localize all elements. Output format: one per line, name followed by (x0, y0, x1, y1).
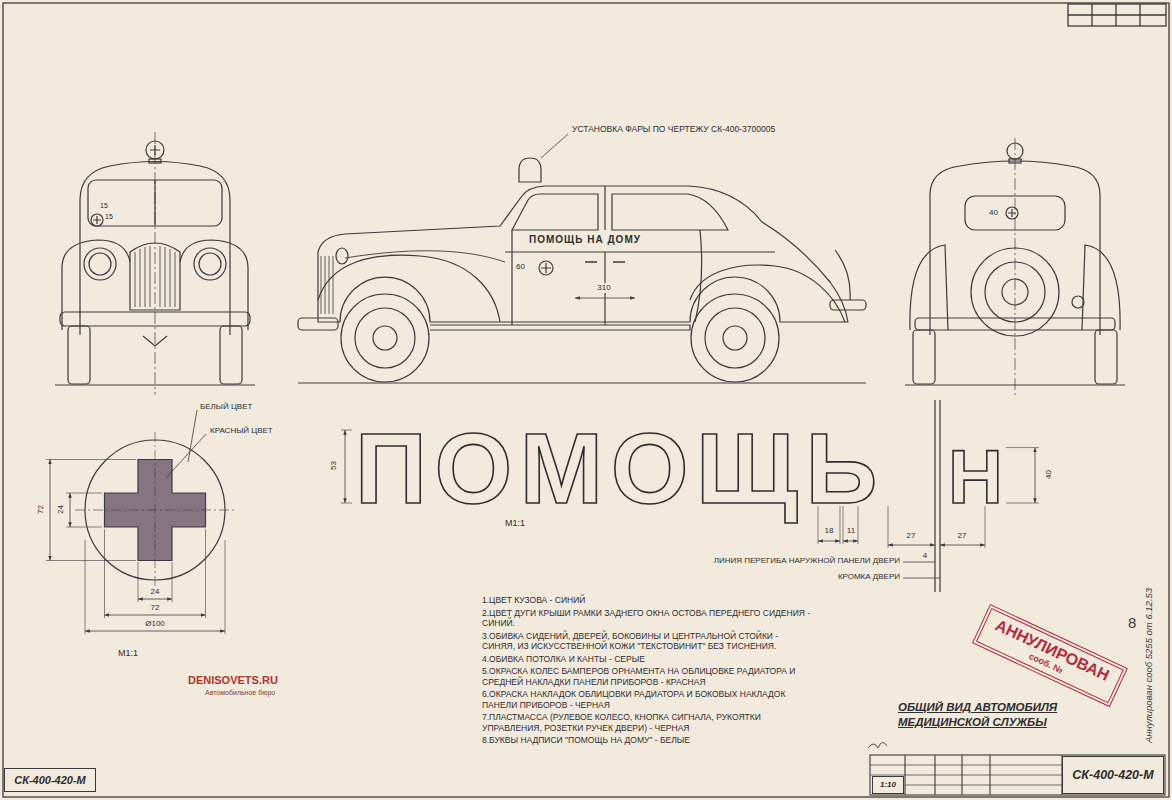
dimension: 40 (989, 208, 998, 217)
dimension: 27 (906, 531, 917, 540)
cross-emblem-detail (46, 410, 235, 634)
spec-note: 5.ОКРАСКА КОЛЕС БАМПЕРОВ ОРНАМЕНТА НА ОБ… (482, 666, 812, 687)
sheet-number: 8 (1128, 614, 1136, 631)
dimension: 4 (922, 551, 928, 560)
dimension: 24 (55, 505, 64, 516)
dimension: 60 (516, 262, 525, 271)
annulled-stamp: АННУЛИРОВАНсооб. № (972, 604, 1127, 707)
drawing-title: ОБЩИЙ ВИД АВТОМОБИЛЯ МЕДИЦИНСКОЙ СЛУЖБЫ (898, 700, 1070, 730)
door-lettering: ПОМОЩЬ НА ДОМУ (529, 234, 641, 246)
dimension: 72 (35, 505, 44, 516)
rear-view (905, 138, 1125, 395)
watermark: Автомобильное бюро (205, 689, 275, 697)
dimension: 11 (846, 526, 856, 535)
sheet-frame (3, 3, 1169, 797)
scale-note: М1:1 (505, 518, 525, 528)
dimension: 40 (1043, 470, 1052, 481)
scale-cell: 1:10 (872, 776, 904, 794)
scale-note: М1:1 (118, 648, 138, 658)
lettering-sample: Н (948, 439, 1003, 515)
drawing-number-cell: СК-400-420-М (1062, 756, 1164, 794)
spec-note: 4.ОБИВКА ПОТОЛКА И КАНТЫ - СЕРЫЕ (482, 654, 812, 665)
leader-note: КРОМКА ДВЕРИ (838, 572, 900, 581)
lettering-sample: ПОМОЩЬ (355, 418, 885, 518)
node-text: АННУЛИРОВАН (992, 616, 1112, 685)
dimension: 27 (957, 531, 968, 540)
dimension: 24 (150, 587, 161, 596)
leader-note: ЛИНИЯ ПЕРЕГИБА НАРУЖНОЙ ПАНЕЛИ ДВЕРИ (714, 556, 900, 565)
dimension: 15 (100, 202, 108, 210)
spec-note: 1.ЦВЕТ КУЗОВА - СИНИЙ (482, 595, 812, 606)
spec-note: 2.ЦВЕТ ДУГИ КРЫШИ РАМКИ ЗАДНЕГО ОКНА ОСТ… (482, 608, 812, 629)
dimension: 18 (824, 526, 835, 535)
dimension: 53 (328, 461, 337, 472)
callout-note: УСТАНОВКА ФАРЫ ПО ЧЕРТЕЖУ СК-400-3700005 (572, 125, 775, 135)
drawing-number-box: СК-400-420-М (4, 768, 96, 792)
watermark: DENISOVETS.RU (188, 674, 278, 687)
color-note: КРАСНЫЙ ЦВЕТ (210, 426, 273, 435)
spec-note: 6.ОКРАСКА НАКЛАДОК ОБЛИЦОВКИ РАДИАТОРА И… (482, 689, 812, 710)
handwritten-note: Аннулирован сооб 5255 от 6.12.53 (1145, 587, 1156, 742)
dimension: 72 (150, 603, 161, 612)
spec-note: 7.ПЛАСТМАССА (РУЛЕВОЕ КОЛЕСО, КНОПКА СИГ… (482, 712, 812, 733)
dimension: 15 (105, 213, 113, 221)
dimension: 310 (596, 283, 611, 292)
spec-note: 3.ОБИВКА СИДЕНИЙ, ДВЕРЕЙ, БОКОВИНЫ И ЦЕН… (482, 631, 812, 652)
node-text: СК-400-420-М (1072, 768, 1153, 782)
node-text: 1:10 (880, 780, 896, 789)
spec-note: 8.БУКВЫ НАДПИСИ "ПОМОЩЬ НА ДОМУ" - БЕЛЫЕ (482, 735, 812, 746)
node-text: СК-400-420-М (14, 774, 86, 787)
side-view (298, 134, 866, 383)
title-block (868, 742, 1165, 795)
front-view (55, 132, 255, 395)
color-note: БЕЛЫЙ ЦВЕТ (200, 402, 252, 411)
dimension: Ø100 (144, 619, 166, 628)
lettering-detail (341, 400, 1039, 592)
